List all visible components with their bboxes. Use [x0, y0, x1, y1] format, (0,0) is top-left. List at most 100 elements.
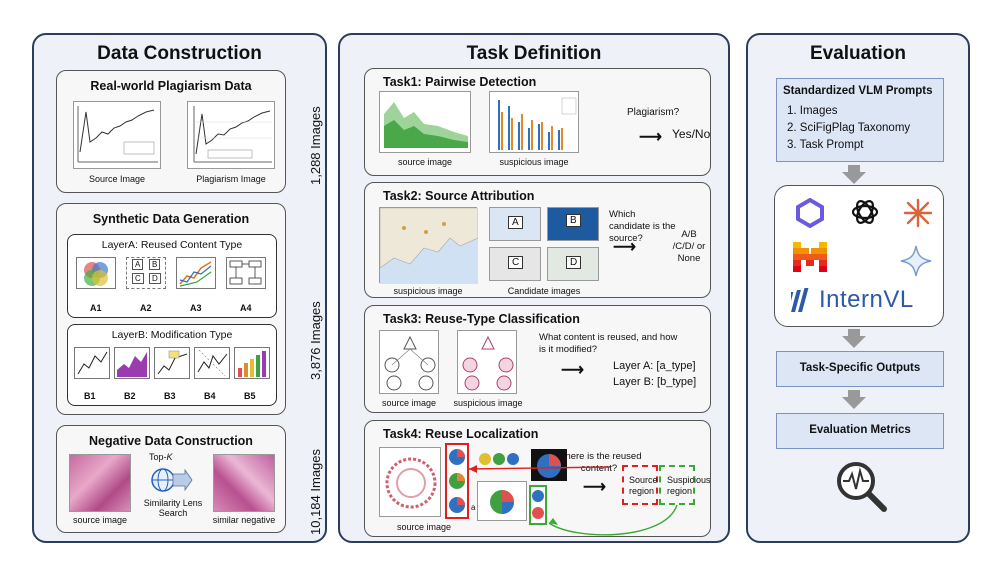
task1-card: Task1: Pairwise Detection source image s… — [364, 68, 711, 176]
layer-a-output: Layer A: [a_type] — [613, 360, 696, 372]
suspicious-map-image — [379, 207, 479, 284]
negative-caption: similar negative — [212, 515, 276, 525]
source-caption: source image — [72, 515, 128, 525]
suspicious-caption: suspicious image — [499, 157, 569, 167]
tile-a2: A B C D — [126, 257, 166, 289]
down-arrow-icon — [842, 397, 866, 409]
tile-b2 — [114, 347, 150, 379]
candidate-d: D — [547, 247, 599, 281]
pie-charts-icon — [532, 490, 544, 519]
layer-b-label: LayerB: Modification Type — [111, 329, 233, 341]
layer-b-box: LayerB: Modification Type B1 B2 — [67, 324, 277, 406]
prompt-item: 3. Task Prompt — [787, 139, 864, 151]
tree-diagram-icon — [462, 335, 514, 391]
layer-a-label: LayerA: Reused Content Type — [101, 239, 243, 251]
suspicious-figure — [477, 481, 527, 521]
task3-question: What content is reused, and how is it mo… — [539, 332, 678, 355]
arrow-stem — [848, 390, 860, 398]
flowchart-icon — [229, 260, 262, 285]
top-k-label: Top-K — [149, 452, 173, 462]
synthetic-card: Synthetic Data Generation LayerA: Reused… — [56, 203, 286, 415]
tile-b3 — [154, 347, 190, 379]
tile-b4 — [194, 347, 230, 379]
internvl-wordmark: InternVL — [819, 286, 914, 313]
a-label: A3 — [190, 303, 202, 313]
right-arrow-icon: ⟶ — [583, 479, 606, 496]
grid-letter: A — [132, 259, 144, 270]
tree-diagram-icon — [384, 335, 436, 391]
b-label: B5 — [244, 391, 256, 401]
source-tissue-image — [69, 454, 131, 512]
metrics-box: Evaluation Metrics — [776, 413, 944, 449]
task2-answer: A/B /C/D/ or None — [672, 229, 706, 264]
grid-letter: B — [149, 259, 161, 270]
grid-letter: C — [132, 273, 144, 284]
small-pie-icons — [479, 453, 519, 465]
prompts-box: Standardized VLM Prompts 1. Images 2. Sc… — [776, 78, 944, 162]
area-chart-icon — [117, 352, 147, 377]
plagiarism-chart-thumbnail — [187, 101, 275, 169]
source-caption: source image — [381, 398, 437, 408]
right-arrow-icon: ⟶ — [639, 129, 662, 146]
source-region-box — [622, 465, 658, 505]
plagiarism-caption: Plagiarism Image — [196, 174, 266, 184]
b-label: B4 — [204, 391, 216, 401]
task-title: Task2: Source Attribution — [383, 189, 535, 203]
highlighted-pie-figure — [531, 449, 567, 481]
task-title: Task3: Reuse-Type Classification — [383, 312, 580, 326]
candidate-b: B — [547, 207, 599, 241]
card-title: Synthetic Data Generation — [92, 212, 250, 226]
data-construction-panel: Data Construction Real-world Plagiarism … — [32, 33, 327, 543]
magnifier-analysis-icon — [837, 462, 887, 512]
pie-chart-icon — [537, 454, 561, 478]
task-definition-panel: Task Definition Task1: Pairwise Detectio… — [338, 33, 730, 543]
area-chart-icon — [384, 102, 468, 148]
b-label: B3 — [164, 391, 176, 401]
candidate-letter: D — [566, 256, 582, 269]
openai-logo-icon — [851, 200, 879, 224]
source-caption: source image — [397, 157, 453, 167]
prompt-item: 1. Images — [787, 105, 838, 117]
evaluation-panel: Evaluation Standardized VLM Prompts 1. I… — [746, 33, 970, 543]
right-arrow-icon: ⟶ — [613, 239, 636, 256]
bar-chart-icon — [238, 351, 266, 377]
card-title: Real-world Plagiarism Data — [90, 79, 252, 93]
venn-diagram-icon — [84, 262, 108, 286]
a-label: A1 — [90, 303, 102, 313]
real-world-card: Real-world Plagiarism Data Source Image … — [56, 70, 286, 193]
suspicious-bar-chart — [489, 91, 579, 153]
pie-chart-icon — [490, 490, 514, 514]
negative-tissue-image — [213, 454, 275, 512]
line-chart-icon — [77, 351, 108, 375]
layer-b-output: Layer B: [b_type] — [613, 376, 697, 388]
map-icon — [379, 207, 479, 284]
suspicious-diagram — [457, 330, 517, 394]
down-arrow-icon — [842, 336, 866, 348]
source-caption: source image — [396, 522, 452, 532]
suspicious-caption: suspicious image — [453, 398, 523, 408]
prompts-title: Standardized VLM Prompts — [783, 85, 933, 97]
line-chart-icon — [193, 106, 272, 163]
tile-b5 — [234, 347, 270, 379]
a-label: A4 — [240, 303, 252, 313]
bar-chart-icon — [498, 97, 577, 150]
outputs-label: Task-Specific Outputs — [799, 362, 921, 374]
source-diagram — [379, 330, 439, 394]
grid-letter: D — [149, 273, 161, 284]
line-chart-icon — [77, 106, 158, 163]
negative-count-label: 10,184 Images — [308, 448, 323, 535]
arrow-stem — [848, 165, 860, 173]
candidate-letter: A — [508, 216, 523, 229]
suspicious-region-label: Suspicious region — [667, 475, 711, 496]
candidate-letter: B — [566, 214, 581, 227]
task1-question: Plagiarism? — [627, 107, 680, 118]
b-label: B1 — [84, 391, 96, 401]
right-arrow-icon: ⟶ — [561, 362, 584, 379]
circular-plot-icon — [385, 457, 437, 509]
top-k-text: Top- — [149, 452, 167, 462]
pie-charts-icon — [449, 449, 465, 513]
task-title: Task1: Pairwise Detection — [383, 75, 537, 89]
task1-answer: Yes/No — [672, 127, 711, 141]
task2-card: Task2: Source Attribution suspicious ima… — [364, 182, 711, 298]
negative-card: Negative Data Construction source image … — [56, 425, 286, 533]
